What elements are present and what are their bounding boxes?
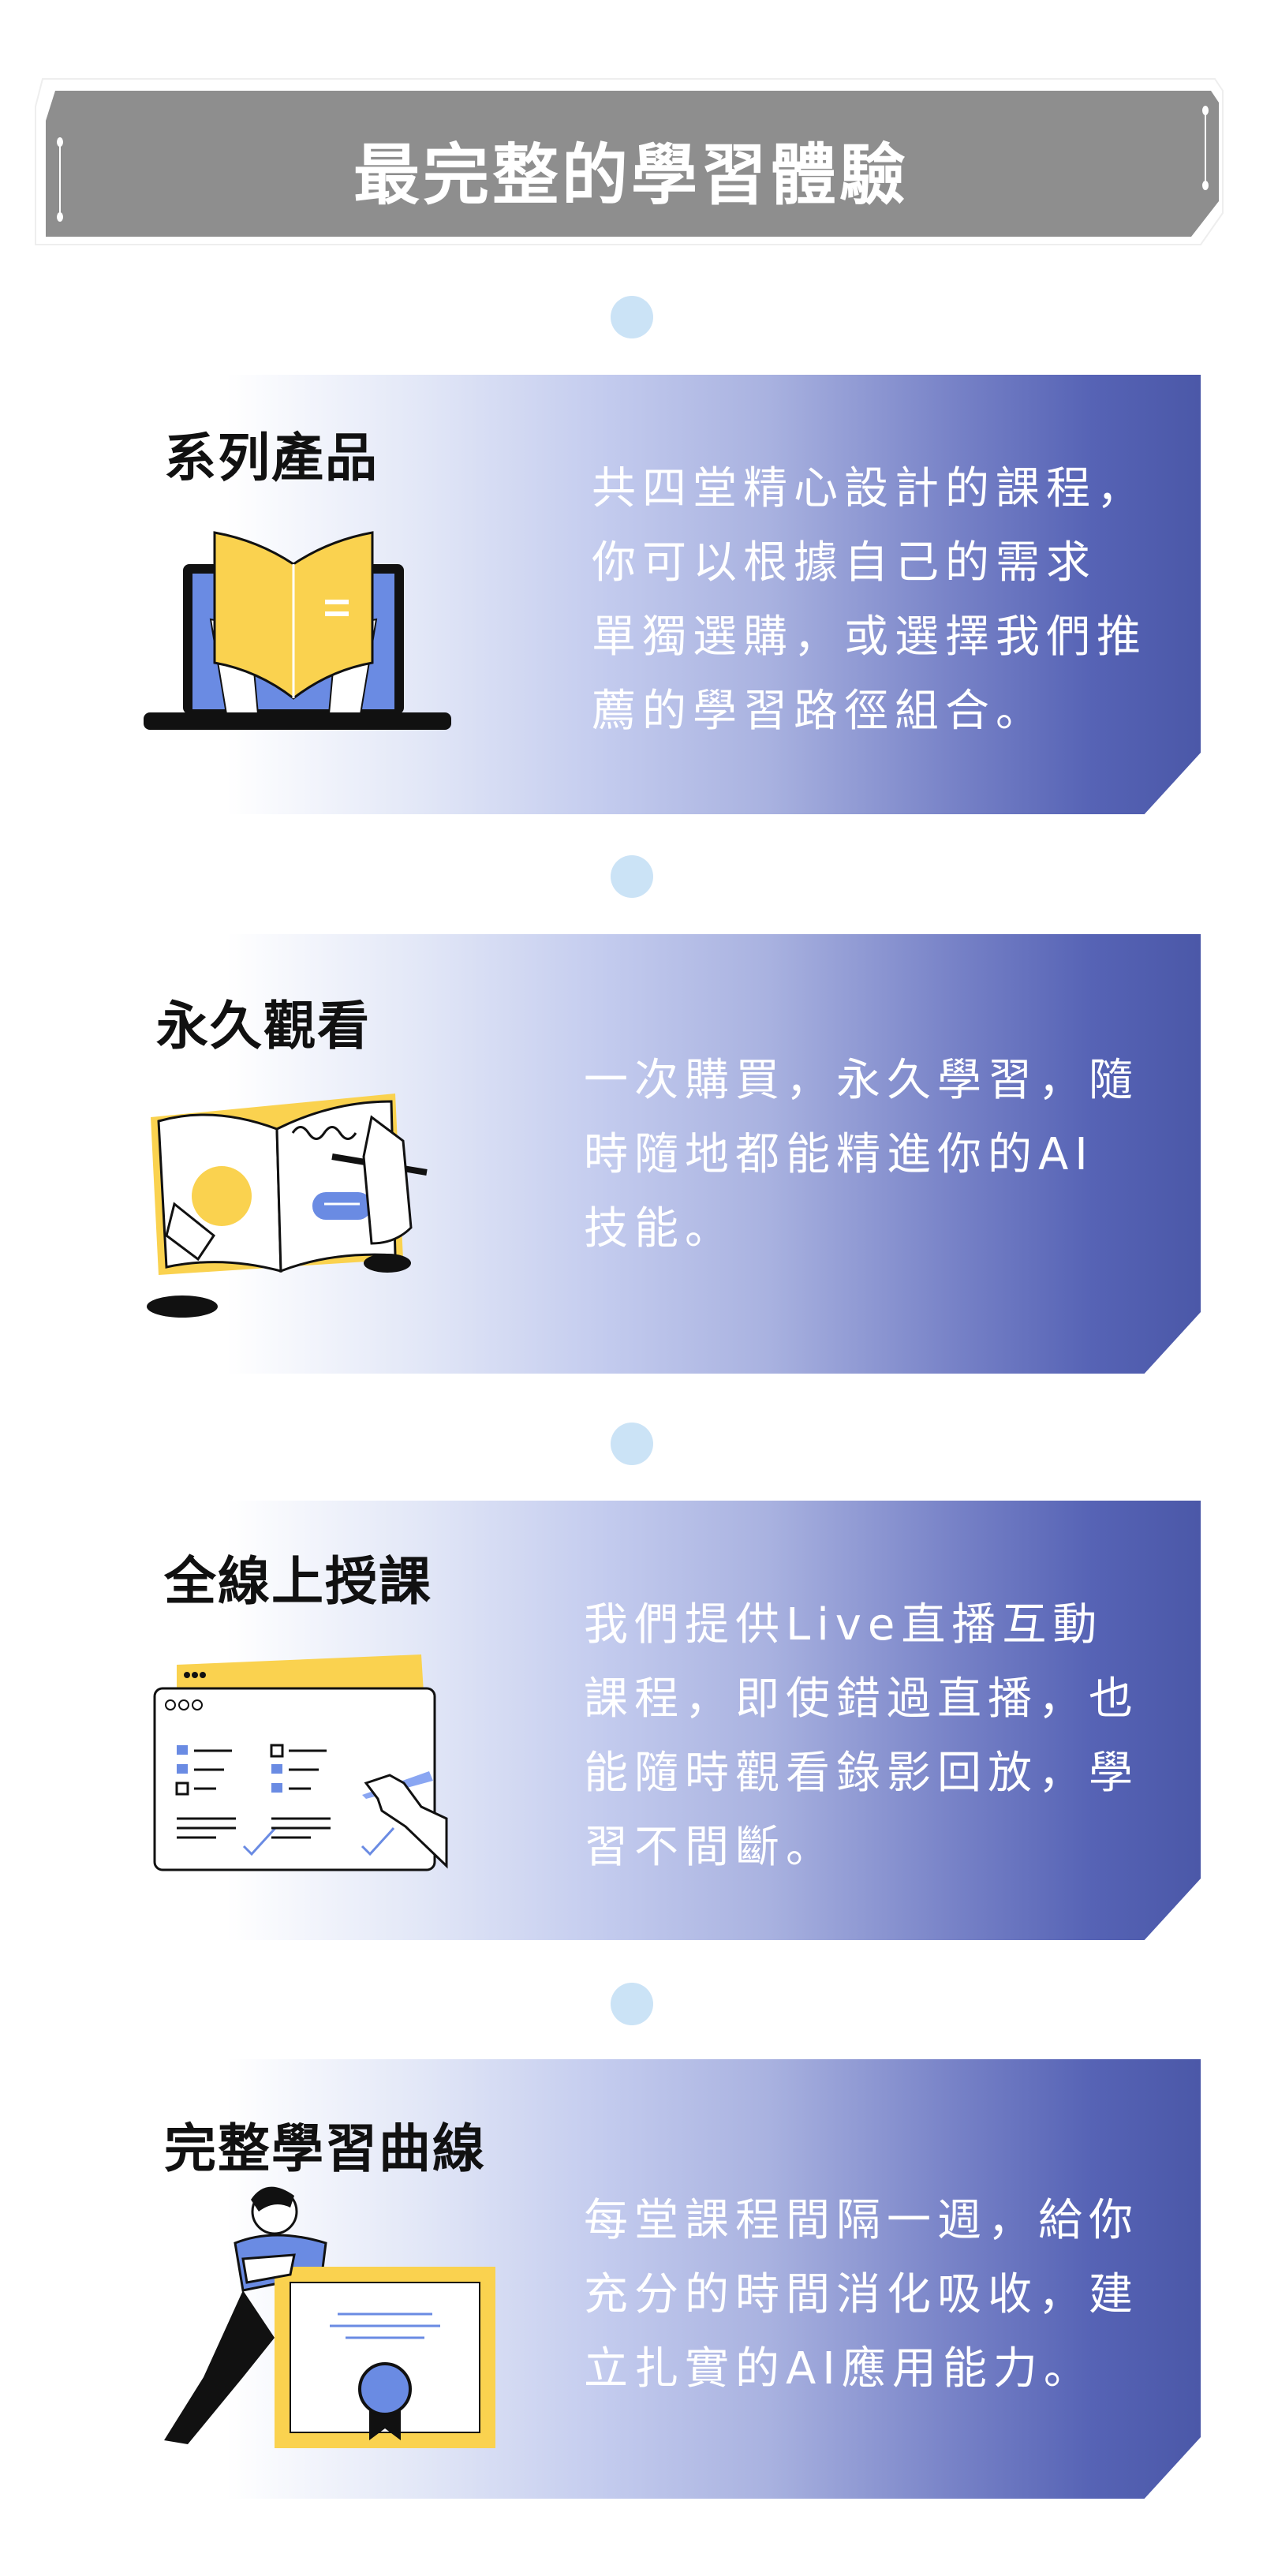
- description-line: 立扎實的AI應用能力。: [584, 2343, 1094, 2395]
- card-description: 一次購買，永久學習，隨時隨地都能精進你的AI 技能。: [584, 1044, 1139, 1266]
- notebook-writing-idea-icon: [147, 1094, 428, 1318]
- description-line: 薦的學習路徑組合。: [592, 686, 1046, 737]
- card-description: 我們提供Live直播互動課程，即使錯過直播，也能隨時觀看錄影回放，學習不間斷。: [584, 1588, 1139, 1885]
- description-line: 單獨選購，或選擇我們推: [592, 611, 1147, 663]
- section-header: 最完整的學習體驗: [32, 75, 1231, 249]
- person-certificate-icon: [164, 2186, 495, 2448]
- card-description: 每堂課程間隔一週，給你充分的時間消化吸收，建立扎實的AI應用能力。: [584, 2184, 1139, 2406]
- description-line: 時隨地都能精進你的AI: [584, 1129, 1094, 1180]
- description-line: 習不間斷。: [584, 1822, 836, 1873]
- description-line: 共四堂精心設計的課程，: [592, 463, 1147, 514]
- card-title: 永久觀看: [156, 996, 371, 1056]
- description-line: 你可以根據自己的需求: [592, 537, 1097, 589]
- page-title: 最完整的學習體驗: [353, 136, 909, 214]
- description-line: 我們提供Live直播互動: [584, 1599, 1104, 1651]
- header-banner-shape: [35, 78, 1224, 245]
- card-description: 共四堂精心設計的課程， 你可以根據自己的需求單獨選購，或選擇我們推薦的學習路徑組合…: [592, 452, 1147, 749]
- description-line: 技能。: [584, 1203, 735, 1254]
- card-title: 全線上授課: [164, 1551, 432, 1612]
- timeline-dot: [611, 296, 653, 338]
- description-line: 一次購買，永久學習，隨: [584, 1055, 1139, 1106]
- card-title: 完整學習曲線: [164, 2118, 486, 2179]
- description-line: 能隨時觀看錄影回放，學: [584, 1748, 1139, 1799]
- description-line: 課程，即使錯過直播，也: [584, 1673, 1139, 1725]
- timeline-dot: [611, 855, 653, 898]
- laptop-reading-book-icon: [144, 531, 451, 730]
- timeline-dot: [611, 1423, 653, 1465]
- online-checklist-icon: [153, 1654, 448, 1871]
- description-line: 每堂課程間隔一週，給你: [584, 2195, 1139, 2246]
- description-line: 充分的時間消化吸收，建: [584, 2269, 1139, 2320]
- timeline-dot: [611, 1983, 653, 2025]
- card-title: 系列產品: [164, 428, 379, 488]
